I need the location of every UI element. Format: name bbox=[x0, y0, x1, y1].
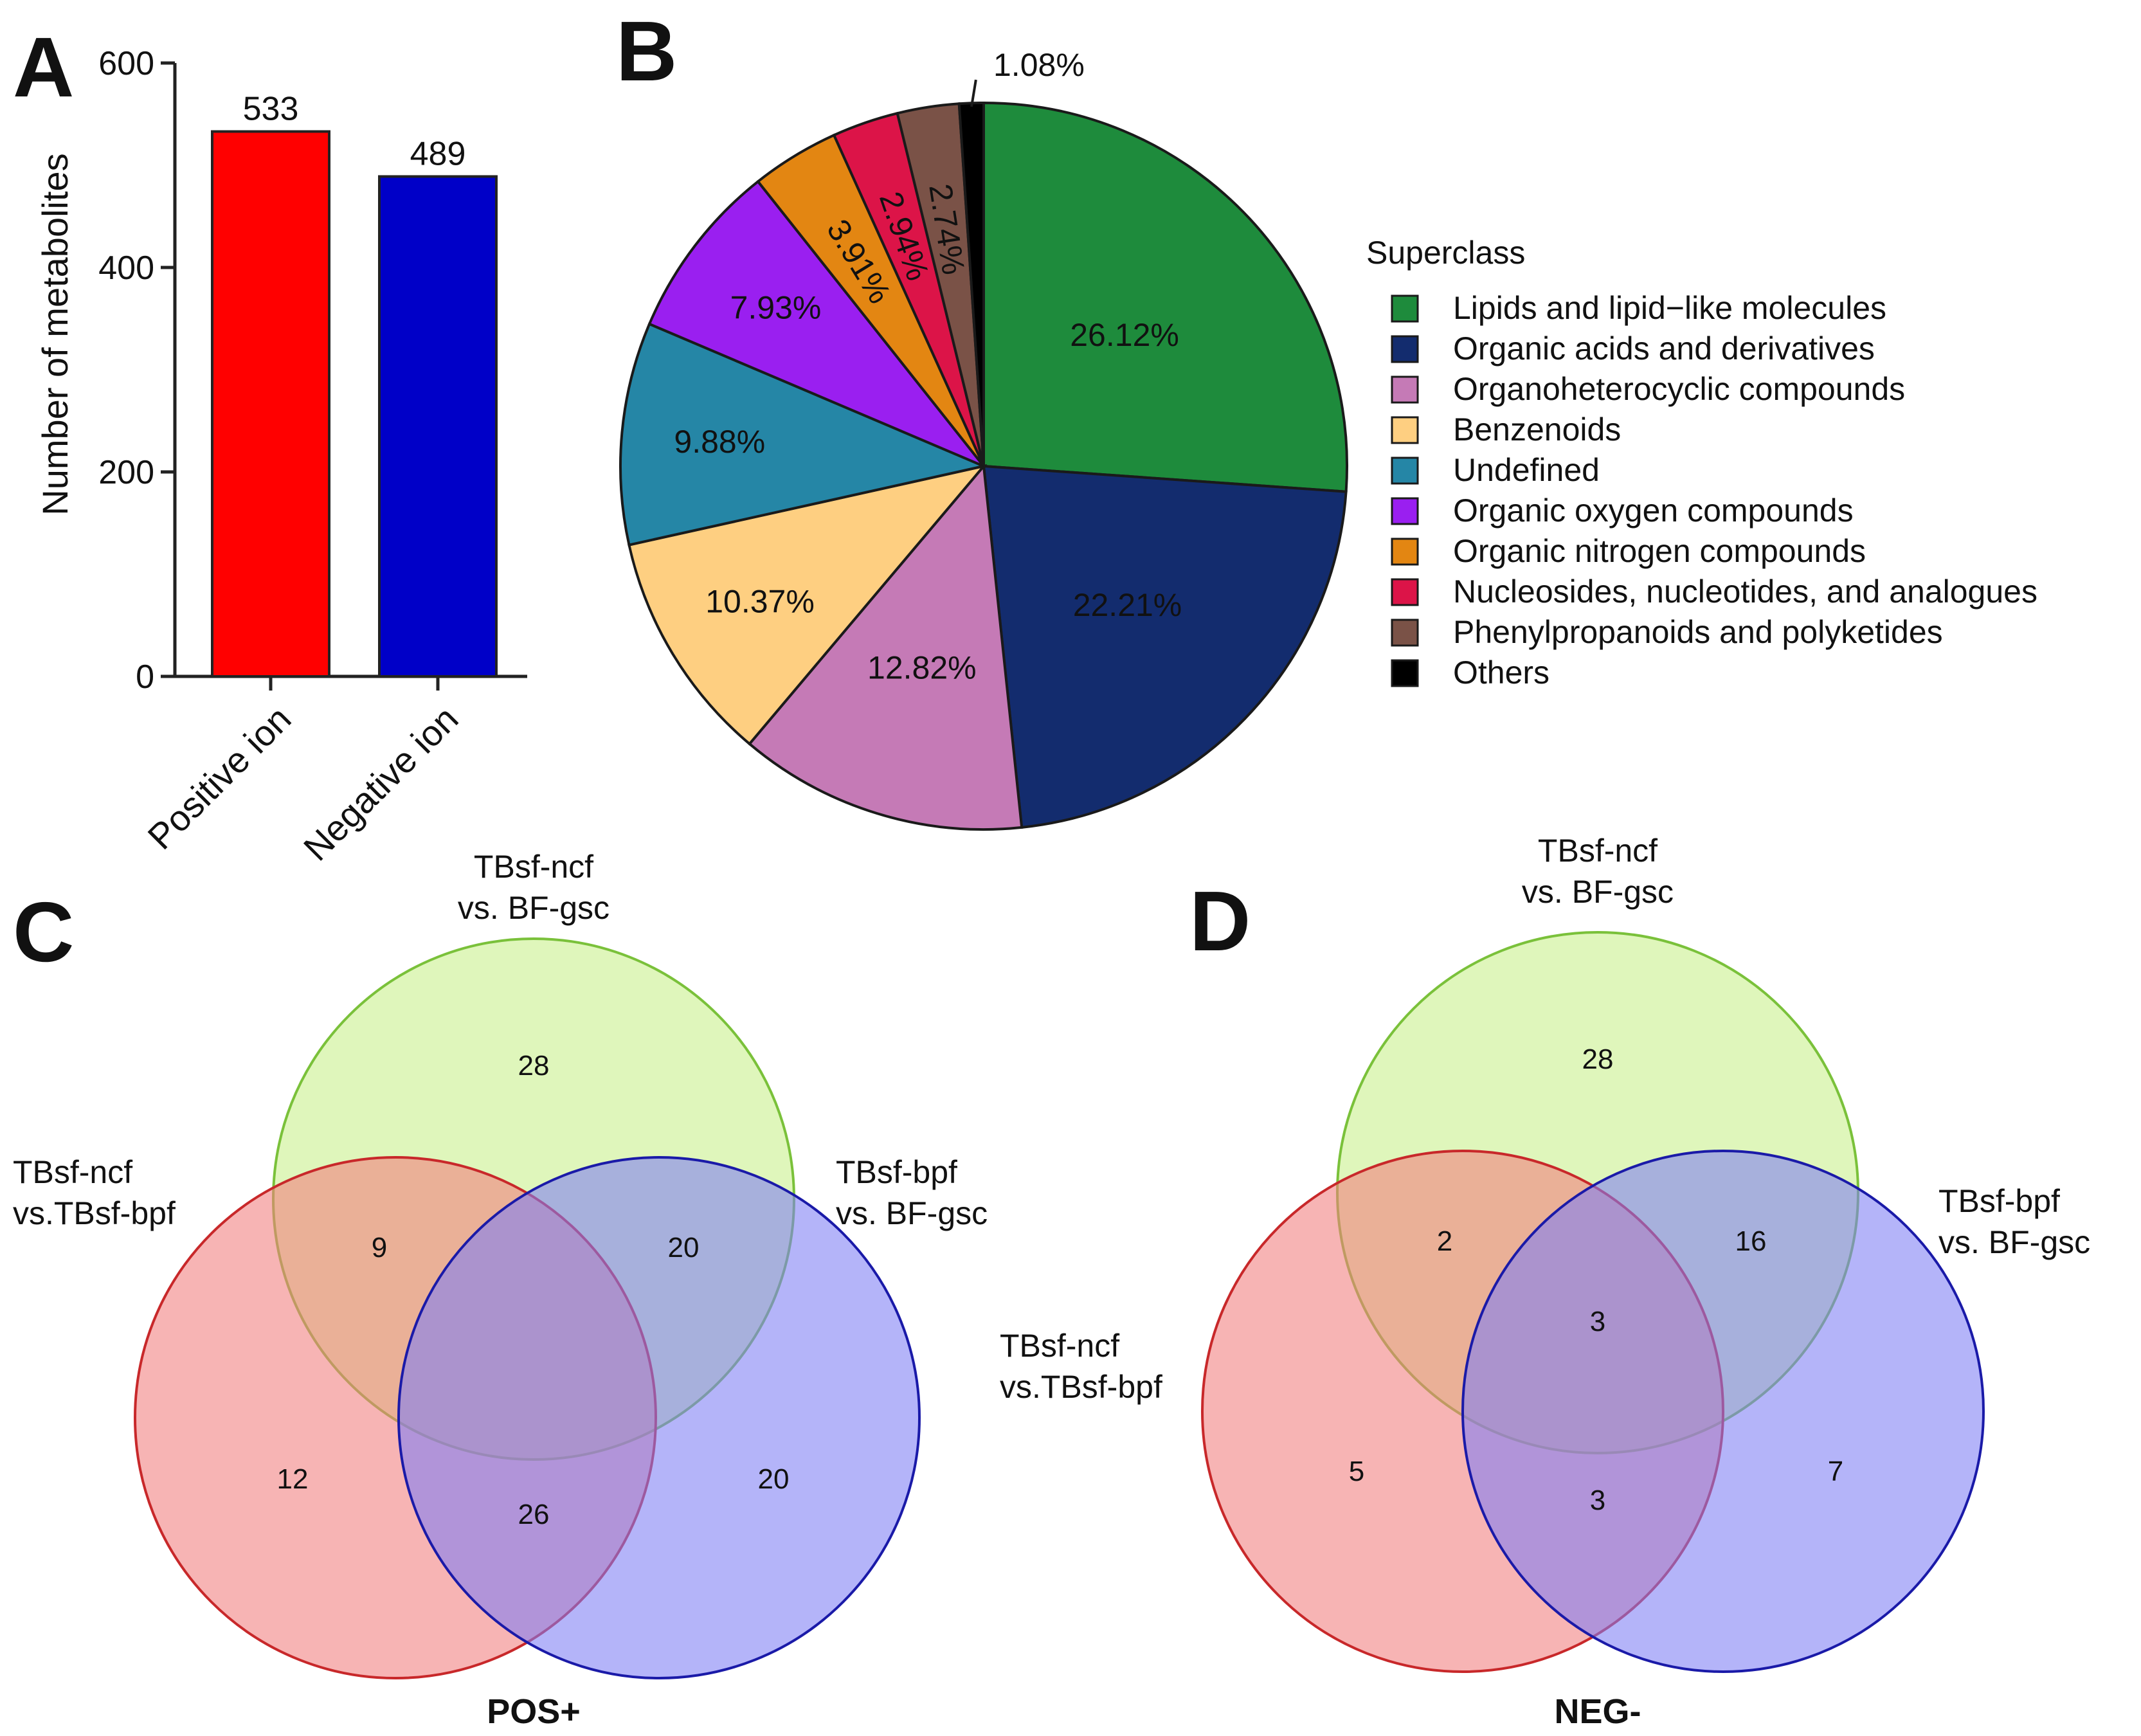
bar-value-label: 533 bbox=[243, 91, 299, 128]
venn-set-label: vs. BF-gsc bbox=[1938, 1224, 2090, 1260]
pie-percent-label: 22.21% bbox=[1073, 587, 1182, 623]
venn-set-label: TBsf-ncf bbox=[1538, 833, 1658, 869]
pie-leader-line bbox=[970, 79, 977, 107]
legend-swatch bbox=[1391, 416, 1419, 444]
venn-count-left-only: 5 bbox=[1349, 1456, 1364, 1487]
venn-count-top-only: 28 bbox=[518, 1050, 550, 1081]
bar-y-axis-title: Number of metabolites bbox=[35, 153, 75, 515]
bar-positive-ion bbox=[211, 130, 330, 678]
y-tick-label: 400 bbox=[98, 249, 154, 287]
legend-label: Lipids and lipid−like molecules bbox=[1453, 290, 1886, 326]
pie-slices bbox=[619, 101, 1348, 831]
pie-slice-5 bbox=[647, 179, 985, 467]
pie-slice-2 bbox=[747, 463, 1024, 831]
panel-letter-c: C bbox=[13, 885, 74, 979]
venn-footer-label: NEG- bbox=[1555, 1692, 1641, 1731]
y-tick-label: 0 bbox=[136, 658, 154, 696]
venn-count-right-only: 20 bbox=[758, 1463, 790, 1495]
legend-label: Benzenoids bbox=[1453, 411, 1621, 448]
panel-letter-a: A bbox=[13, 20, 74, 114]
panel-letter-d: D bbox=[1189, 874, 1251, 968]
legend-swatch bbox=[1391, 578, 1419, 606]
legend-swatch bbox=[1391, 538, 1419, 566]
venn-count-right-only: 7 bbox=[1828, 1456, 1843, 1487]
pie-slice-4 bbox=[619, 322, 988, 547]
venn-set-label: TBsf-ncf bbox=[13, 1154, 132, 1190]
pie-slice-1 bbox=[982, 464, 1348, 829]
legend-title: Superclass bbox=[1366, 235, 1525, 271]
legend-swatch bbox=[1391, 497, 1419, 525]
legend-label: Organic nitrogen compounds bbox=[1453, 533, 1866, 569]
legend-swatch bbox=[1391, 659, 1419, 687]
bar-negative-ion bbox=[378, 175, 498, 678]
x-category-label: Positive ion bbox=[140, 698, 298, 857]
legend-label: Organic oxygen compounds bbox=[1453, 493, 1854, 529]
venn-set-label: vs. BF-gsc bbox=[458, 890, 610, 926]
venn-set-label: vs.TBsf-bpf bbox=[13, 1195, 176, 1231]
legend-label: Organoheterocyclic compounds bbox=[1453, 371, 1905, 407]
pie-slice-0 bbox=[982, 101, 1348, 493]
venn-circle-2 bbox=[1461, 1150, 1985, 1673]
y-tick-label: 600 bbox=[98, 45, 154, 82]
bar-value-label: 489 bbox=[410, 135, 466, 172]
pie-slice-3 bbox=[628, 464, 988, 746]
venn-count-top-left: 2 bbox=[1437, 1225, 1452, 1257]
venn-set-label: TBsf-bpf bbox=[1938, 1183, 2060, 1219]
x-category-label: Negative ion bbox=[296, 698, 466, 869]
venn-count-top-right: 20 bbox=[668, 1232, 700, 1263]
pie-percent-label: 1.08% bbox=[993, 47, 1085, 83]
legend-label: Organic acids and derivatives bbox=[1453, 330, 1875, 366]
panel-b-pie-chart: B 26.12%22.21%12.82%10.37%9.88%7.93%3.91… bbox=[616, 4, 2037, 831]
venn-circle-2 bbox=[397, 1156, 921, 1679]
legend-swatch bbox=[1391, 457, 1419, 485]
venn-set-label: TBsf-ncf bbox=[1000, 1328, 1119, 1364]
legend-swatch bbox=[1391, 619, 1419, 647]
pie-percent-label: 12.82% bbox=[867, 649, 977, 685]
venn-count-left-right: 3 bbox=[1590, 1485, 1605, 1516]
venn-count-center: 3 bbox=[1590, 1306, 1605, 1337]
pie-percent-label: 9.88% bbox=[674, 424, 765, 460]
venn-count-top-only: 28 bbox=[1582, 1044, 1614, 1075]
legend-swatch bbox=[1391, 335, 1419, 363]
panel-letter-b: B bbox=[616, 4, 677, 98]
panel-a-bar-chart: A 0 200 400 600 Number of metabolites 533Po… bbox=[13, 20, 527, 869]
venn-set-label: TBsf-ncf bbox=[474, 849, 593, 885]
pie-percent-label: 7.93% bbox=[730, 289, 822, 325]
venn-set-label: TBsf-bpf bbox=[836, 1154, 957, 1190]
venn-count-left-right: 26 bbox=[518, 1499, 550, 1530]
venn-count-top-left: 9 bbox=[372, 1232, 387, 1263]
legend-label: Undefined bbox=[1453, 452, 1600, 488]
legend-label: Nucleosides, nucleotides, and analogues bbox=[1453, 574, 2037, 610]
pie-percent-label: 10.37% bbox=[705, 584, 815, 620]
y-tick-label: 200 bbox=[98, 454, 154, 491]
pie-percent-label: 26.12% bbox=[1070, 317, 1179, 353]
venn-footer-label: POS+ bbox=[487, 1692, 581, 1731]
venn-count-top-right: 16 bbox=[1735, 1225, 1767, 1257]
legend-label: Others bbox=[1453, 655, 1549, 691]
pie-legend: Superclass Lipids and lipid−like molecul… bbox=[1366, 235, 2037, 691]
venn-count-left-only: 12 bbox=[277, 1463, 309, 1495]
venn-set-label: vs. BF-gsc bbox=[1522, 874, 1674, 910]
legend-swatch bbox=[1391, 294, 1419, 323]
legend-label: Phenylpropanoids and polyketides bbox=[1453, 614, 1943, 650]
legend-swatch bbox=[1391, 375, 1419, 404]
venn-set-label: vs. BF-gsc bbox=[836, 1195, 988, 1231]
venn-set-label: vs.TBsf-bpf bbox=[1000, 1369, 1162, 1405]
